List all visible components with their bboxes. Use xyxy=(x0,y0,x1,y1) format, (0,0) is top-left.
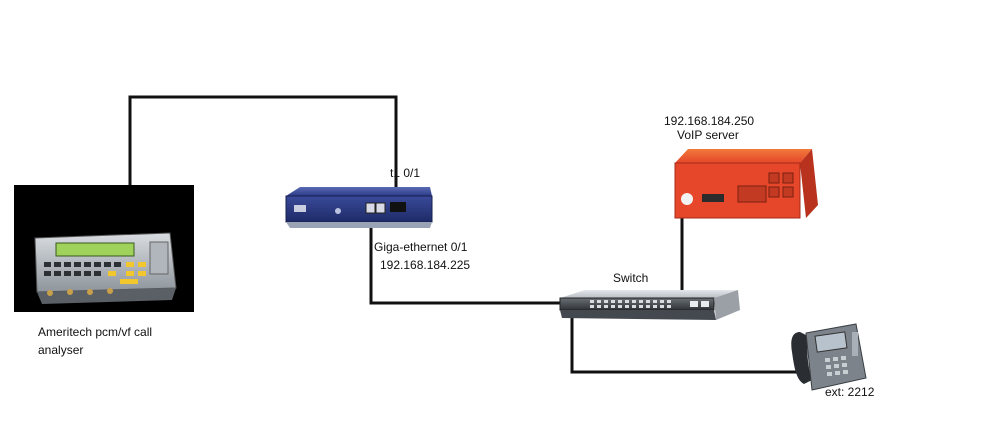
server-name-label: VoIP server xyxy=(677,128,739,142)
link-router-switch xyxy=(369,212,565,305)
analyser-label-line2: analyser xyxy=(38,343,84,357)
switch-icon xyxy=(559,290,740,320)
phone-icon xyxy=(791,323,867,391)
server-ip-label: 192.168.184.250 xyxy=(664,114,755,128)
t1-port-label: t1 0/1 xyxy=(390,166,421,180)
giga-port-label: Giga-ethernet 0/1 xyxy=(374,240,468,254)
switch-label: Switch xyxy=(613,271,649,285)
link-analyser-router xyxy=(128,95,398,203)
link-switch-phone xyxy=(570,312,800,374)
server-icon xyxy=(674,149,818,219)
router-ip-label: 192.168.184.225 xyxy=(380,258,471,272)
router-icon xyxy=(285,187,433,228)
call-analyser-icon xyxy=(14,185,194,312)
analyser-label-line1: Ameritech pcm/vf call xyxy=(38,325,153,339)
phone-ext-label: ext: 2212 xyxy=(825,385,875,399)
